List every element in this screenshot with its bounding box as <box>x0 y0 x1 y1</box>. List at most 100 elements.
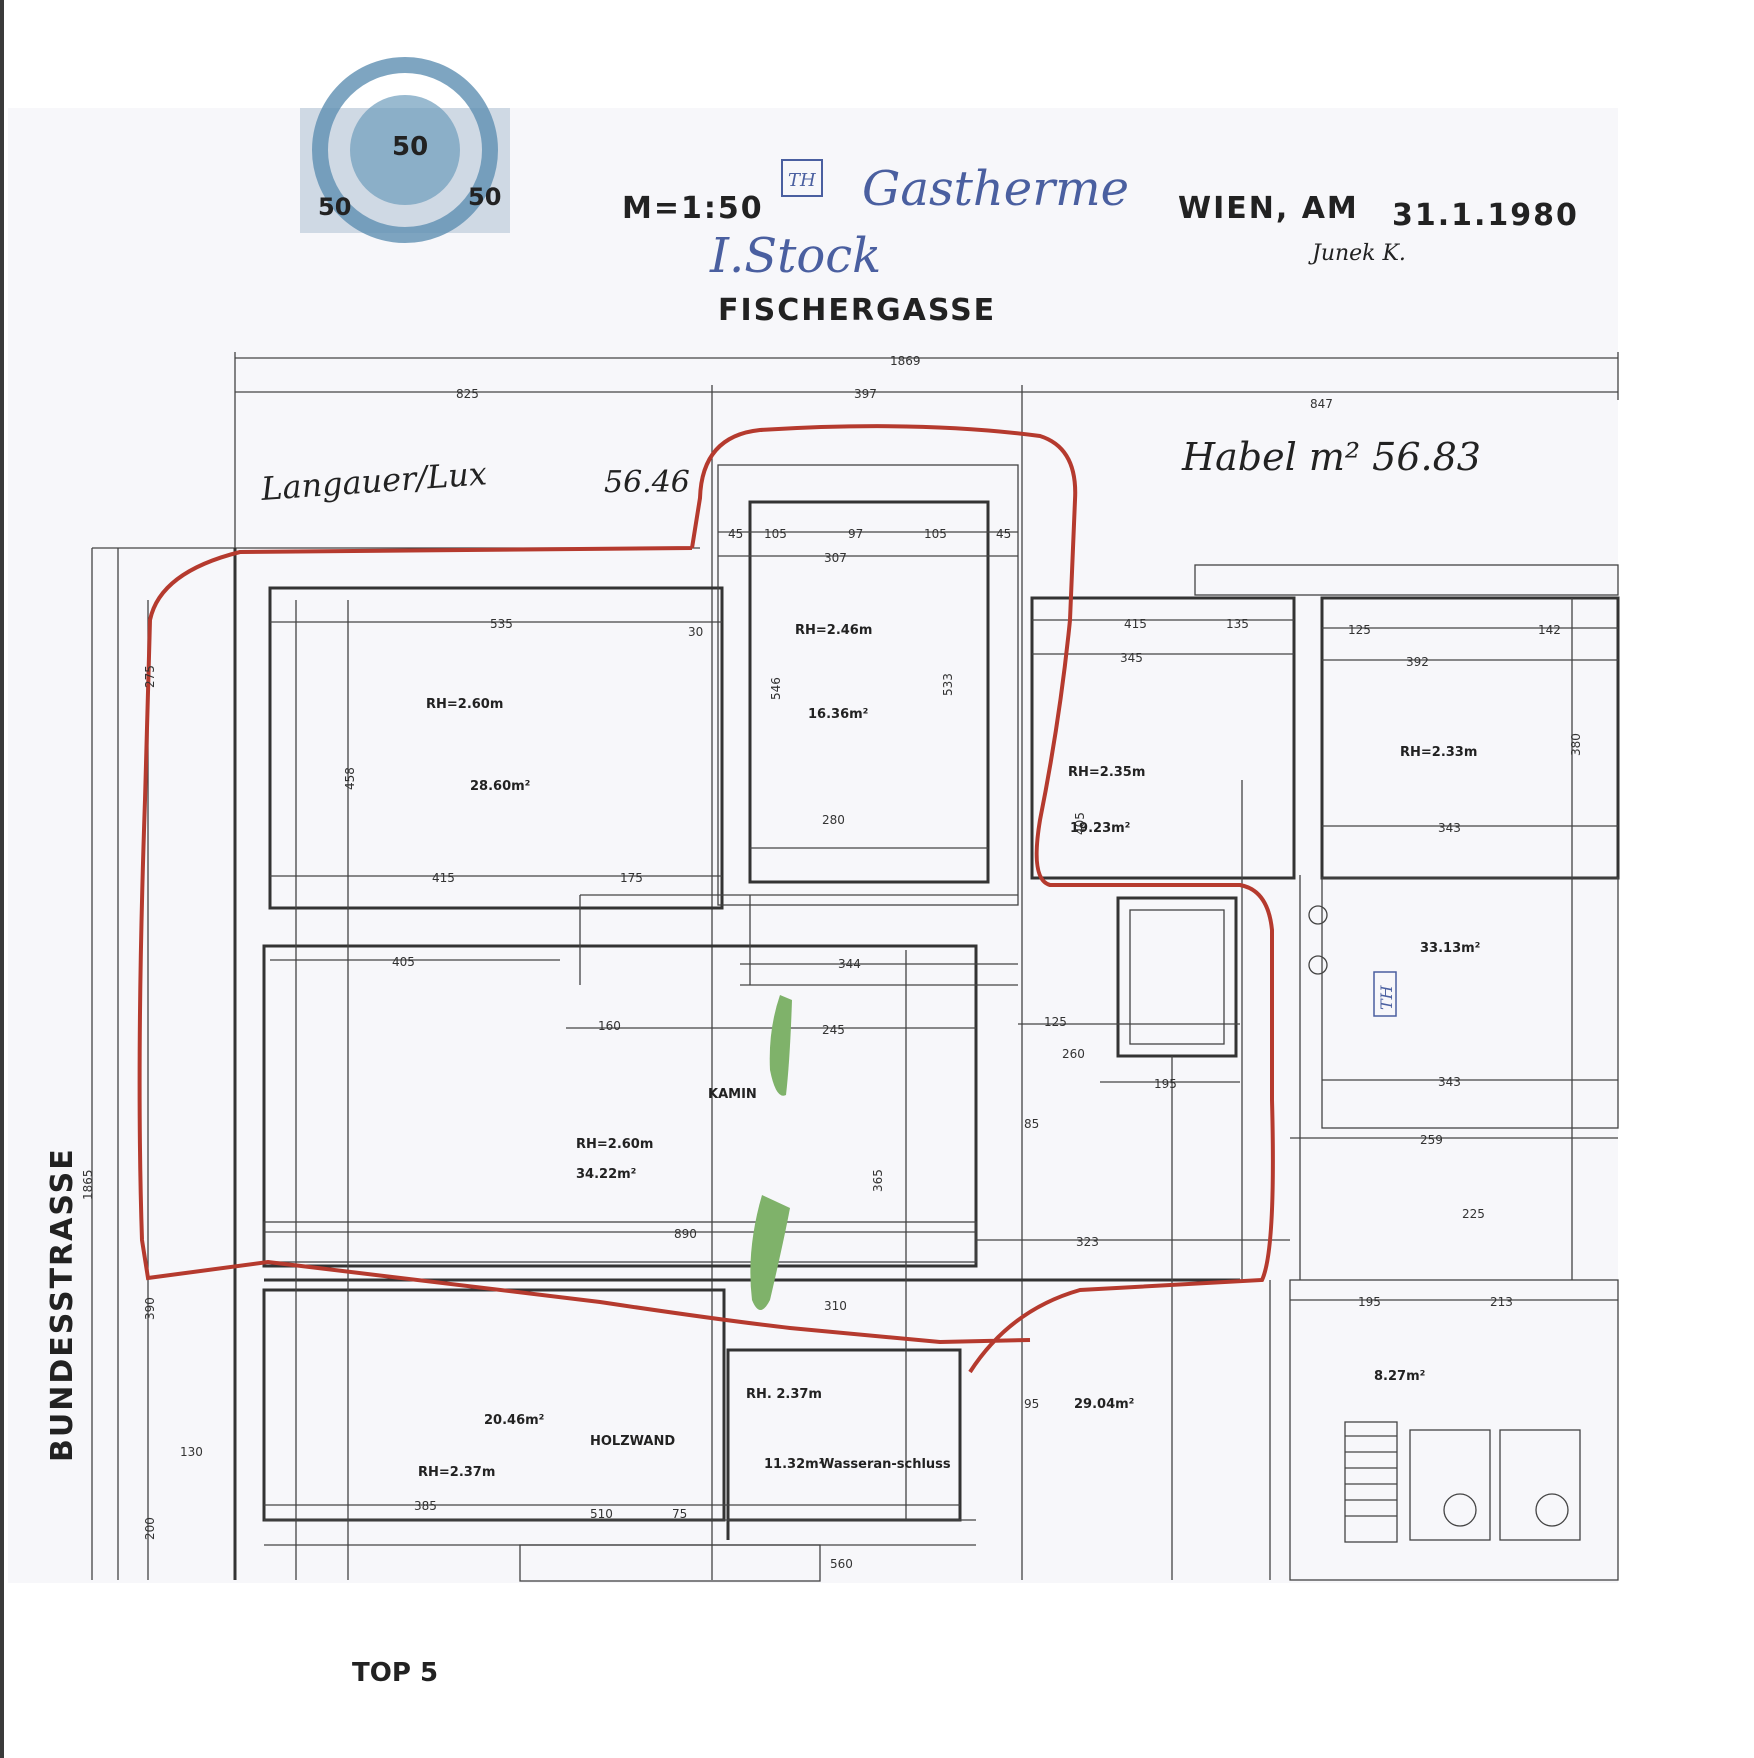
th-box <box>1373 971 1397 1017</box>
dim-535: 535 <box>490 617 513 631</box>
street-west-label: BUNDESSTRASSE <box>45 1147 80 1462</box>
dim-344: 344 <box>838 957 861 971</box>
room-7-area: 11.32m² <box>764 1457 824 1472</box>
room-6-area: 20.46m² <box>484 1413 544 1428</box>
stamp-value: 50 <box>392 132 428 162</box>
room-5-height: RH=2.60m <box>576 1137 653 1152</box>
dim-280: 280 <box>822 813 845 827</box>
dim-45b: 45 <box>996 527 1011 541</box>
dim-307: 307 <box>824 551 847 565</box>
city-date-label: WIEN, AM <box>1178 191 1359 226</box>
dim-total-width: 1869 <box>890 354 921 368</box>
dim-75: 75 <box>672 1507 687 1521</box>
room-6-height: RH=2.37m <box>418 1465 495 1480</box>
gastherme-note: Gastherme <box>862 161 1129 217</box>
th-box-label: TH <box>1377 984 1396 1010</box>
plan-date: 31.1.1980 <box>1392 198 1579 233</box>
th-mark: TH <box>788 170 816 191</box>
dim-392: 392 <box>1406 655 1429 669</box>
room-1-height: RH=2.60m <box>426 697 503 712</box>
dim-458: 458 <box>343 767 357 790</box>
dim-546: 546 <box>769 677 783 700</box>
dim-310: 310 <box>824 1299 847 1313</box>
apartment-outline <box>137 424 1275 1374</box>
dim-105b: 105 <box>924 527 947 541</box>
room-1-area: 28.60m² <box>470 779 530 794</box>
street-north-label: FISCHERGASSE <box>718 293 996 328</box>
holzwand-label: HOLZWAND <box>590 1434 675 1449</box>
dim-390: 390 <box>143 1297 157 1320</box>
signature: Junek K. <box>1308 241 1406 266</box>
dim-405b: 405 <box>1073 812 1087 835</box>
dim-105: 105 <box>764 527 787 541</box>
chimney-mark-upper <box>769 995 792 1096</box>
floor-note: I.Stock <box>709 228 881 284</box>
room-7-height: RH. 2.37m <box>746 1387 822 1402</box>
dim-245: 245 <box>822 1023 845 1037</box>
room-2-height: RH=2.46m <box>795 623 872 638</box>
left-border-line <box>0 0 4 1758</box>
dim-142: 142 <box>1538 623 1561 637</box>
scale-label: M=1:50 <box>622 191 764 226</box>
stamp-value-left: 50 <box>318 193 351 221</box>
dim-345: 345 <box>1120 651 1143 665</box>
room-9-area: 8.27m² <box>1374 1369 1425 1384</box>
dim-200: 200 <box>143 1517 157 1540</box>
neighbor-right-note: Habel m² 56.83 <box>1181 435 1481 479</box>
room-4-height: RH=2.33m <box>1400 745 1477 760</box>
dim-560: 560 <box>830 1557 853 1571</box>
neighbor-left-area: 56.46 <box>604 465 690 500</box>
dim-195: 195 <box>1358 1295 1381 1309</box>
th-mark-box <box>781 159 823 197</box>
dim-385: 385 <box>414 1499 437 1513</box>
dim-45: 45 <box>728 527 743 541</box>
dimension-numbers: 535 30 45 105 97 105 45 307 415 175 405 … <box>143 527 1583 1571</box>
dim-365: 365 <box>871 1169 885 1192</box>
dim-top-middle: 397 <box>854 387 877 401</box>
dim-890: 890 <box>674 1227 697 1241</box>
chimney-mark-lower <box>750 1195 790 1310</box>
dim-85: 85 <box>1024 1117 1039 1131</box>
dim-260: 260 <box>1062 1047 1085 1061</box>
room-2-area: 16.36m² <box>808 707 868 722</box>
dim-97: 97 <box>848 527 863 541</box>
dim-160: 160 <box>598 1019 621 1033</box>
scanned-sheet <box>8 108 1618 1583</box>
wasseranschluss-label: Wasseran-schluss <box>820 1457 951 1472</box>
dim-533: 533 <box>941 673 955 696</box>
neighbor-left-note: Langauer/Lux <box>259 454 488 508</box>
dim-259: 259 <box>1420 1133 1443 1147</box>
dim-125b: 125 <box>1044 1015 1067 1029</box>
dim-275: 275 <box>143 665 157 688</box>
dim-175: 175 <box>620 871 643 885</box>
room-5-area: 34.22m² <box>576 1167 636 1182</box>
stamp-value-right: 50 <box>468 183 501 211</box>
dim-415: 415 <box>432 871 455 885</box>
dim-30: 30 <box>688 625 703 639</box>
top-number-label: TOP 5 <box>352 1658 439 1688</box>
room-3-height: RH=2.35m <box>1068 765 1145 780</box>
room-4-area: 33.13m² <box>1420 941 1480 956</box>
dim-343: 343 <box>1438 821 1461 835</box>
room-8-area: 29.04m² <box>1074 1397 1134 1412</box>
dim-195b: 195 <box>1154 1077 1177 1091</box>
dim-405: 405 <box>392 955 415 969</box>
dim-95: 95 <box>1024 1397 1039 1411</box>
dim-top-right: 847 <box>1310 397 1333 411</box>
revenue-stamp: 50 50 50 <box>300 57 510 243</box>
room-3-area: 19.23m² <box>1070 821 1130 836</box>
dim-343b: 343 <box>1438 1075 1461 1089</box>
dim-top-left: 825 <box>456 387 479 401</box>
dim-125: 125 <box>1348 623 1371 637</box>
street-west-dim: 1865 <box>81 1169 95 1200</box>
dim-415b: 415 <box>1124 617 1147 631</box>
dim-380: 380 <box>1569 733 1583 756</box>
dim-213: 213 <box>1490 1295 1513 1309</box>
dim-323: 323 <box>1076 1235 1099 1249</box>
dim-130: 130 <box>180 1445 203 1459</box>
dim-135: 135 <box>1226 617 1249 631</box>
kamin-label: KAMIN <box>708 1087 757 1102</box>
dim-225: 225 <box>1462 1207 1485 1221</box>
dim-510: 510 <box>590 1507 613 1521</box>
